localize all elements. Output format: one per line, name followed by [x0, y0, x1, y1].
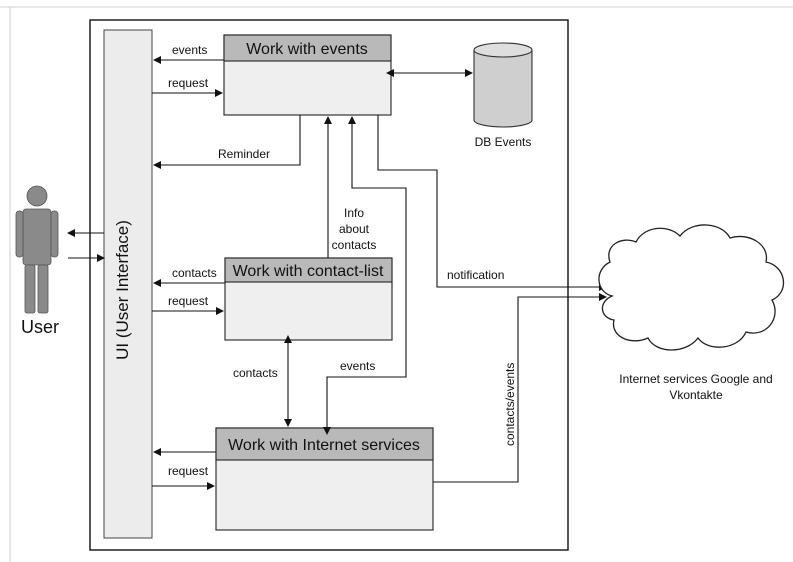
- internet-box: [215, 427, 434, 531]
- edge-label-info-3: contacts: [332, 238, 377, 252]
- cloud-label-line2: Vkontakte: [669, 388, 723, 402]
- contacts-box-title: Work with contact-list: [233, 263, 384, 280]
- edge-label-contacts-out: contacts: [172, 266, 217, 280]
- database-icon: [473, 42, 533, 128]
- user-icon: [15, 185, 59, 314]
- events-box: [223, 34, 392, 116]
- edge-label-cloud-link: contacts/events: [503, 363, 517, 446]
- contacts-box: [224, 257, 393, 341]
- edge-label-info-2: about: [339, 222, 370, 236]
- events-box-title: Work with events: [246, 41, 368, 58]
- arrow-events-internet: [323, 116, 407, 435]
- cloud-icon: [598, 224, 785, 351]
- cloud-label-line1: Internet services Google and: [619, 372, 772, 386]
- edge-label-contacts-between: contacts: [233, 366, 278, 380]
- arrow-notification: [377, 115, 607, 291]
- ui-bar: [103, 29, 153, 539]
- edge-label-contacts-request: request: [168, 294, 209, 308]
- edge-label-internet-request: request: [168, 464, 209, 478]
- edge-label-events-request: request: [168, 76, 209, 90]
- user-label: User: [21, 317, 59, 337]
- edge-label-events-to-internet: events: [340, 359, 375, 373]
- arrow-reminder: [153, 115, 301, 169]
- ui-label: UI (User Interface): [113, 220, 132, 360]
- db-label: DB Events: [475, 135, 532, 149]
- edge-label-events-out: events: [172, 43, 207, 57]
- edge-label-reminder: Reminder: [218, 147, 270, 161]
- arrow-internet-cloud: [433, 293, 607, 483]
- edge-label-info-1: Info: [344, 206, 364, 220]
- internet-box-title: Work with Internet services: [228, 437, 420, 454]
- edge-label-notification: notification: [447, 268, 504, 282]
